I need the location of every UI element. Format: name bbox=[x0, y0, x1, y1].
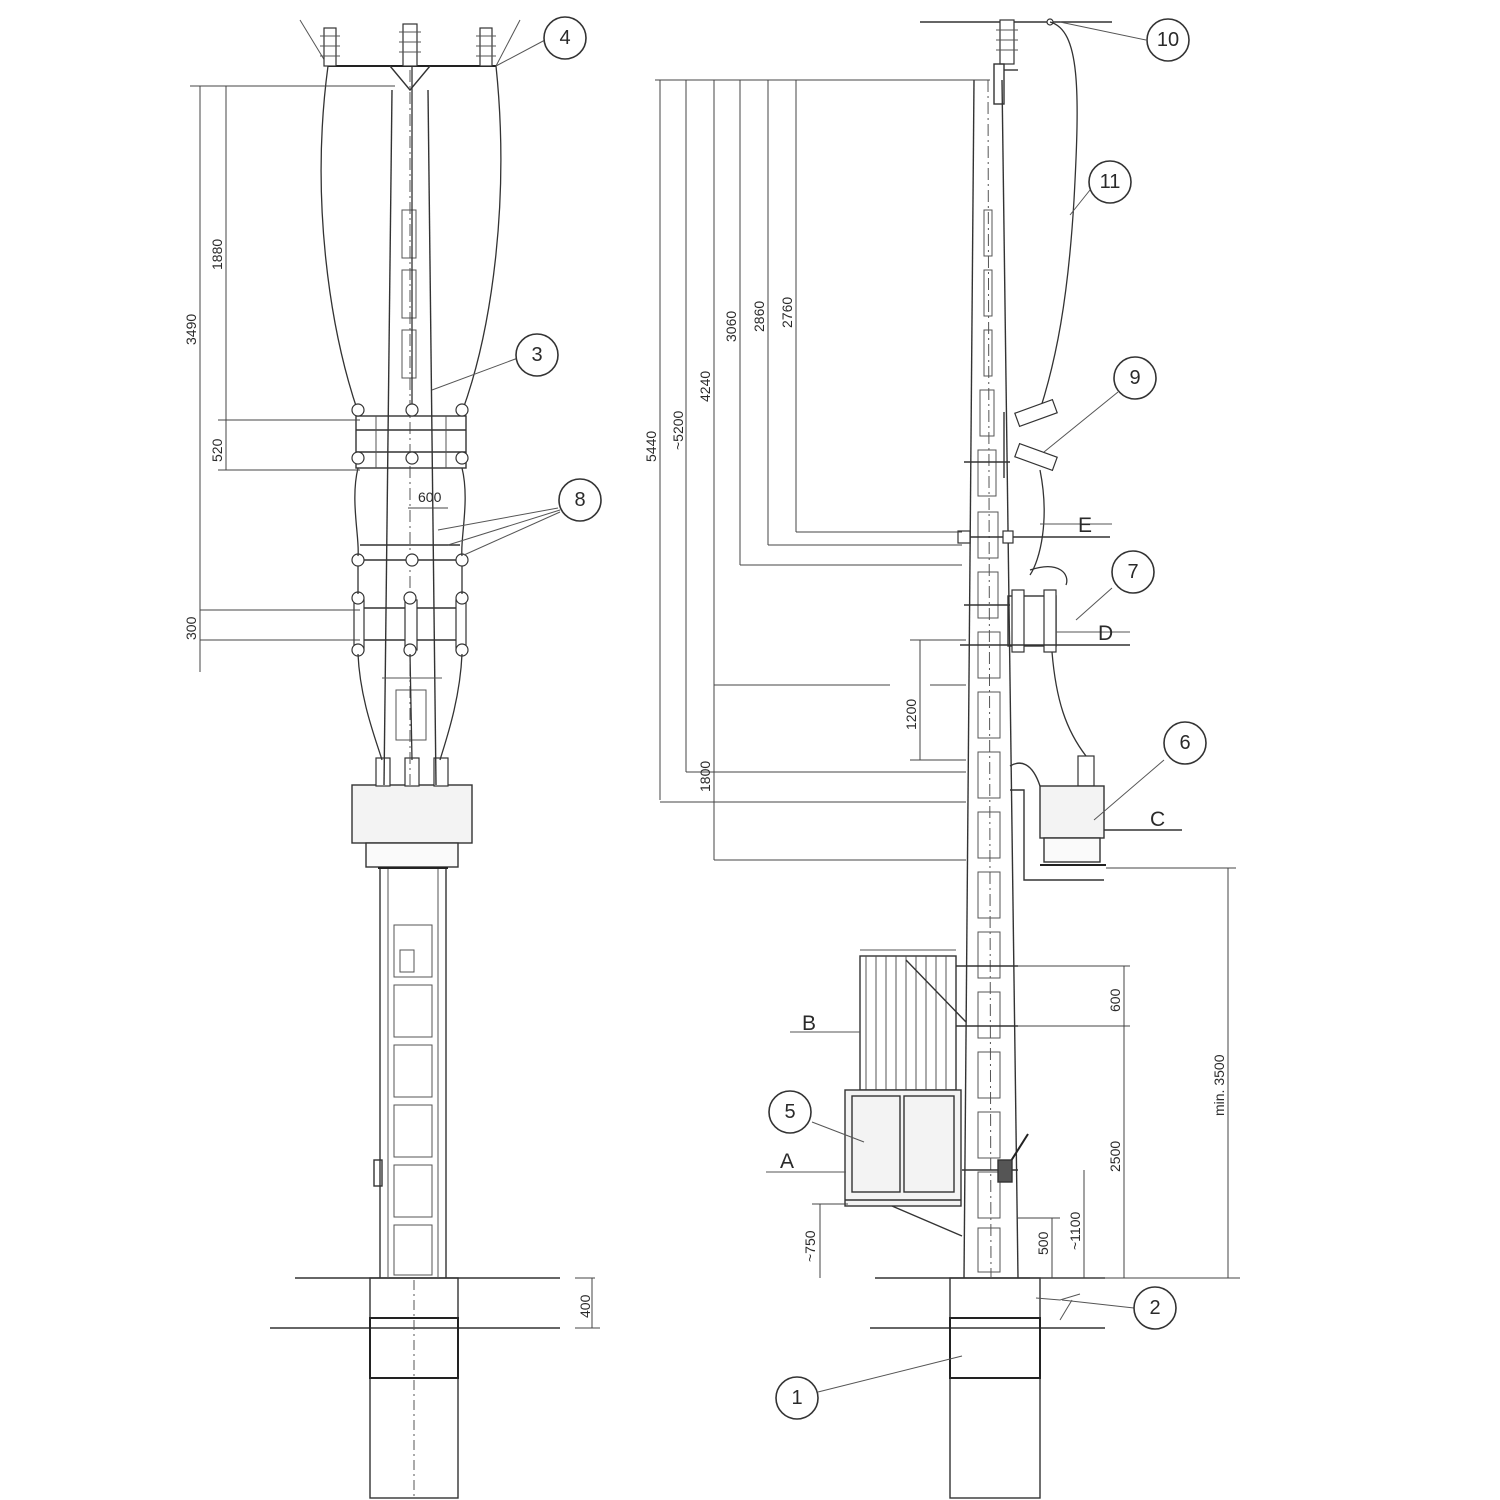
dim-1200: 1200 bbox=[903, 699, 919, 730]
callout-1-label: 1 bbox=[791, 1387, 802, 1409]
dim-3060: 3060 bbox=[723, 311, 739, 342]
callout-11: 11 bbox=[1088, 160, 1132, 204]
callout-6: 6 bbox=[1163, 721, 1207, 765]
callout-5-label: 5 bbox=[784, 1101, 795, 1123]
callout-7: 7 bbox=[1111, 550, 1155, 594]
callout-8-label: 8 bbox=[574, 489, 585, 511]
callout-2-label: 2 bbox=[1149, 1297, 1160, 1319]
dim-5440: 5440 bbox=[643, 431, 659, 462]
dim-2500: 2500 bbox=[1107, 1141, 1123, 1172]
dim-min-3500: min. 3500 bbox=[1211, 1054, 1227, 1116]
callout-4: 4 bbox=[543, 16, 587, 60]
callout-10-label: 10 bbox=[1157, 29, 1179, 51]
dim-600-top: 600 bbox=[418, 489, 442, 505]
dim-1800: 1800 bbox=[697, 761, 713, 792]
callout-1: 1 bbox=[775, 1376, 819, 1420]
dim-520: 520 bbox=[209, 438, 225, 462]
callout-9: 9 bbox=[1113, 356, 1157, 400]
side-elevation: 5440 ~5200 4240 3060 2860 2760 1200 1800… bbox=[643, 18, 1240, 1499]
callout-8: 8 bbox=[558, 478, 602, 522]
dim-400: 400 bbox=[577, 1294, 593, 1318]
label-D: D bbox=[1098, 622, 1113, 645]
callout-10: 10 bbox=[1146, 18, 1190, 62]
callout-4-label: 4 bbox=[559, 27, 570, 49]
dim-2760: 2760 bbox=[779, 297, 795, 328]
dim-5200: ~5200 bbox=[670, 410, 686, 450]
callout-3: 3 bbox=[515, 333, 559, 377]
label-A: A bbox=[780, 1150, 794, 1173]
dim-2860: 2860 bbox=[751, 301, 767, 332]
callout-7-label: 7 bbox=[1127, 561, 1138, 583]
dim-3490: 3490 bbox=[183, 314, 199, 345]
dim-1100: ~1100 bbox=[1067, 1212, 1083, 1250]
callout-11-label: 11 bbox=[1100, 171, 1121, 193]
dim-600-right: 600 bbox=[1107, 988, 1123, 1012]
callout-9-label: 9 bbox=[1129, 367, 1140, 389]
label-C: C bbox=[1150, 808, 1165, 831]
label-E: E bbox=[1078, 514, 1092, 537]
dim-500: 500 bbox=[1035, 1231, 1051, 1255]
callout-6-label: 6 bbox=[1179, 732, 1190, 754]
dim-300: 300 bbox=[183, 616, 199, 640]
dim-4240: 4240 bbox=[697, 371, 713, 402]
dim-1880: 1880 bbox=[209, 239, 225, 270]
callout-5: 5 bbox=[768, 1090, 812, 1134]
callouts: 1 2 3 4 5 6 7 8 bbox=[515, 16, 1207, 1420]
front-elevation: 3490 1880 520 600 300 400 bbox=[183, 19, 600, 1499]
callout-2: 2 bbox=[1133, 1286, 1177, 1330]
callout-3-label: 3 bbox=[531, 344, 542, 366]
dim-750: ~750 bbox=[802, 1230, 818, 1262]
label-B: B bbox=[802, 1012, 816, 1035]
